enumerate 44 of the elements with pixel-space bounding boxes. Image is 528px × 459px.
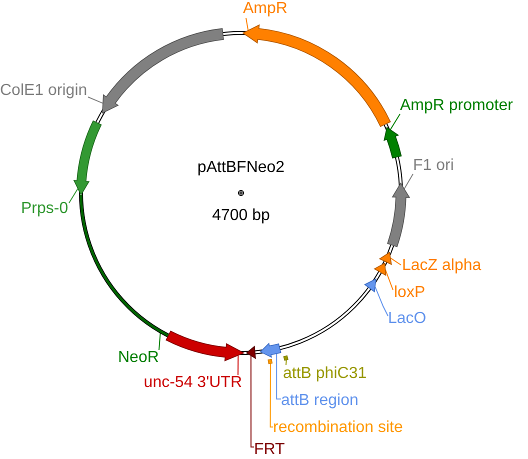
feature-label: ColE1 origin <box>0 82 88 100</box>
feature-label: unc-54 3'UTR <box>144 374 242 392</box>
feature-label: AmpR <box>243 0 288 18</box>
leader-line <box>238 355 239 376</box>
feature-segment <box>102 28 224 114</box>
feature-triangle <box>364 278 376 292</box>
leader-line <box>276 353 282 400</box>
feature-triangle <box>246 346 256 360</box>
feature-label: Prps-0 <box>21 200 68 218</box>
feature-triangle <box>378 252 392 266</box>
leader-line <box>68 188 78 204</box>
feature-label: AmpR promoter <box>400 97 513 115</box>
feature-triangle <box>374 262 386 276</box>
leader-line <box>384 269 394 290</box>
feature-segment <box>166 330 244 362</box>
feature-label: attB region <box>281 392 358 410</box>
leader-line <box>390 258 402 266</box>
leader-line <box>158 332 161 350</box>
feature-label: attB phiC31 <box>283 365 367 383</box>
plasmid-size: 4700 bp <box>212 207 270 225</box>
feature-mark <box>268 358 273 364</box>
leader-line <box>390 114 400 130</box>
feature-label: F1 ori <box>413 157 454 175</box>
feature-segment <box>242 24 391 127</box>
feature-label: FRT <box>254 441 285 459</box>
feature-mark <box>283 355 288 361</box>
leader-line <box>88 96 104 104</box>
leader-line <box>404 174 414 190</box>
feature-label: recombination site <box>273 419 403 437</box>
feature-segment <box>387 182 410 248</box>
feature-segment <box>260 343 282 358</box>
leader-line <box>270 362 274 428</box>
leader-line <box>246 18 249 31</box>
feature-segment <box>74 120 102 196</box>
plasmid-name: pAttBFNeo2 <box>197 159 285 177</box>
feature-segment <box>384 127 402 158</box>
feature-arc <box>80 194 169 337</box>
leader-line <box>286 359 287 366</box>
leader-line <box>250 355 254 448</box>
feature-label: LacZ alpha <box>402 257 482 275</box>
leader-line <box>374 286 388 316</box>
feature-label: LacO <box>388 310 426 328</box>
feature-label: loxP <box>394 284 426 302</box>
feature-label: NeoR <box>118 349 159 367</box>
